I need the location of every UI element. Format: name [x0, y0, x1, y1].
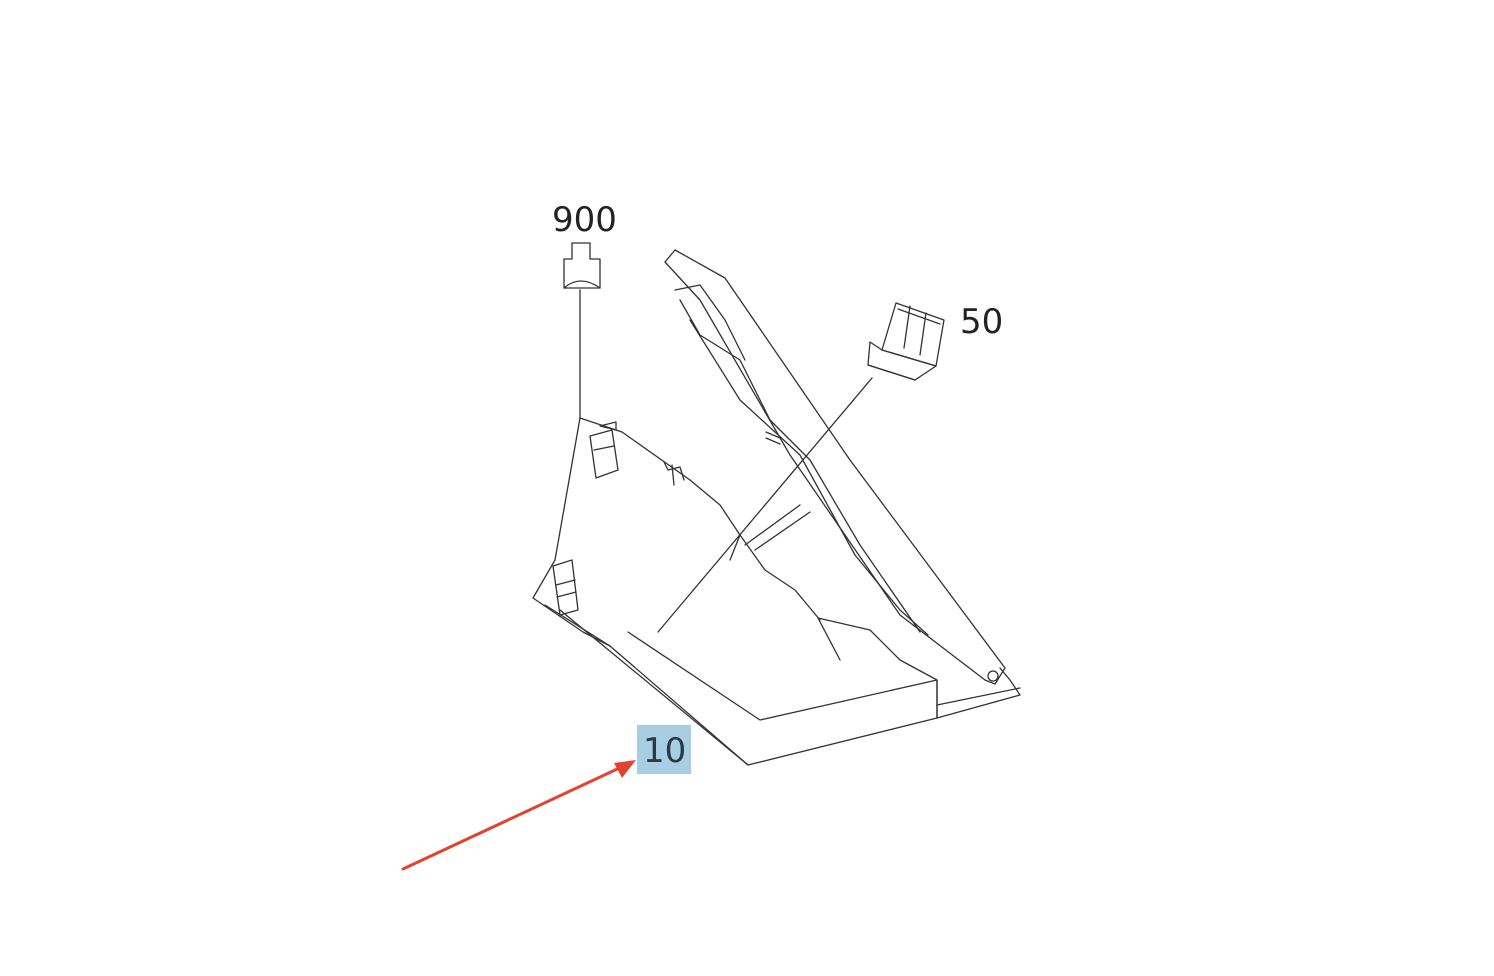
- callout-label-10: 10: [637, 725, 691, 774]
- annotation-arrow: [401, 760, 636, 871]
- panel-part-10: [532, 249, 1021, 766]
- callout-label-10-text: 10: [643, 731, 687, 771]
- callout-label-50: 50: [960, 302, 1004, 342]
- callout-label-900: 900: [552, 200, 617, 240]
- plug-part-50: [657, 302, 945, 633]
- clip-part-900: [563, 242, 601, 419]
- label-10-highlight: [637, 725, 691, 774]
